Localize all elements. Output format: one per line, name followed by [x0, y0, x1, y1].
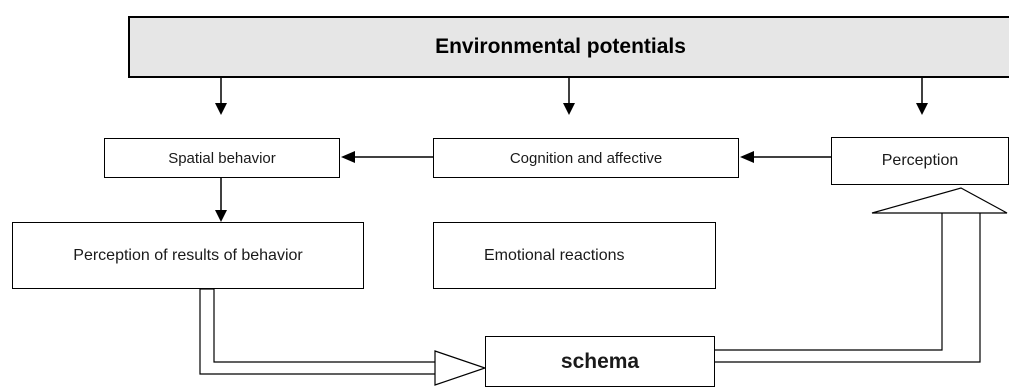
emotional-reactions-label: Emotional reactions — [484, 246, 625, 264]
cognition-affective-label: Cognition and affective — [509, 149, 663, 167]
spatial-behavior-label: Spatial behavior — [168, 149, 276, 167]
arrow-cognition-to-spatial-head — [341, 151, 355, 163]
hollow-arrow-schema-to-perception-head — [871, 187, 1008, 214]
environmental-potentials-label: Environmental potentials — [435, 35, 686, 58]
perception-label: Perception — [881, 152, 959, 169]
hollow-arrow-schema-to-perception-inner — [715, 213, 943, 351]
environmental-potentials-banner: Environmental potentials — [128, 16, 1009, 78]
arrow-banner-to-cognition-head — [563, 103, 575, 115]
arrow-banner-to-perception-head — [916, 103, 928, 115]
emotional-reactions-box: Emotional reactions — [433, 222, 716, 289]
hollow-arrow-results-to-schema-outer — [199, 289, 435, 375]
hollow-arrow-schema-to-perception-outer — [715, 213, 981, 363]
perception-results-label: Perception of results of behavior — [73, 246, 303, 264]
hollow-arrow-results-to-schema-inner — [213, 289, 435, 363]
spatial-behavior-box: Spatial behavior — [104, 138, 340, 178]
perception-results-box: Perception of results of behavior — [12, 222, 364, 289]
arrow-banner-to-spatial-head — [215, 103, 227, 115]
cognition-affective-box: Cognition and affective — [433, 138, 739, 178]
schema-box: schema — [485, 336, 715, 387]
perception-box: Perception — [831, 137, 1009, 185]
arrow-perception-to-cognition-head — [740, 151, 754, 163]
schema-label: schema — [560, 349, 640, 373]
arrow-spatial-to-results-head — [215, 210, 227, 222]
hollow-arrow-results-to-schema-head — [434, 350, 487, 386]
